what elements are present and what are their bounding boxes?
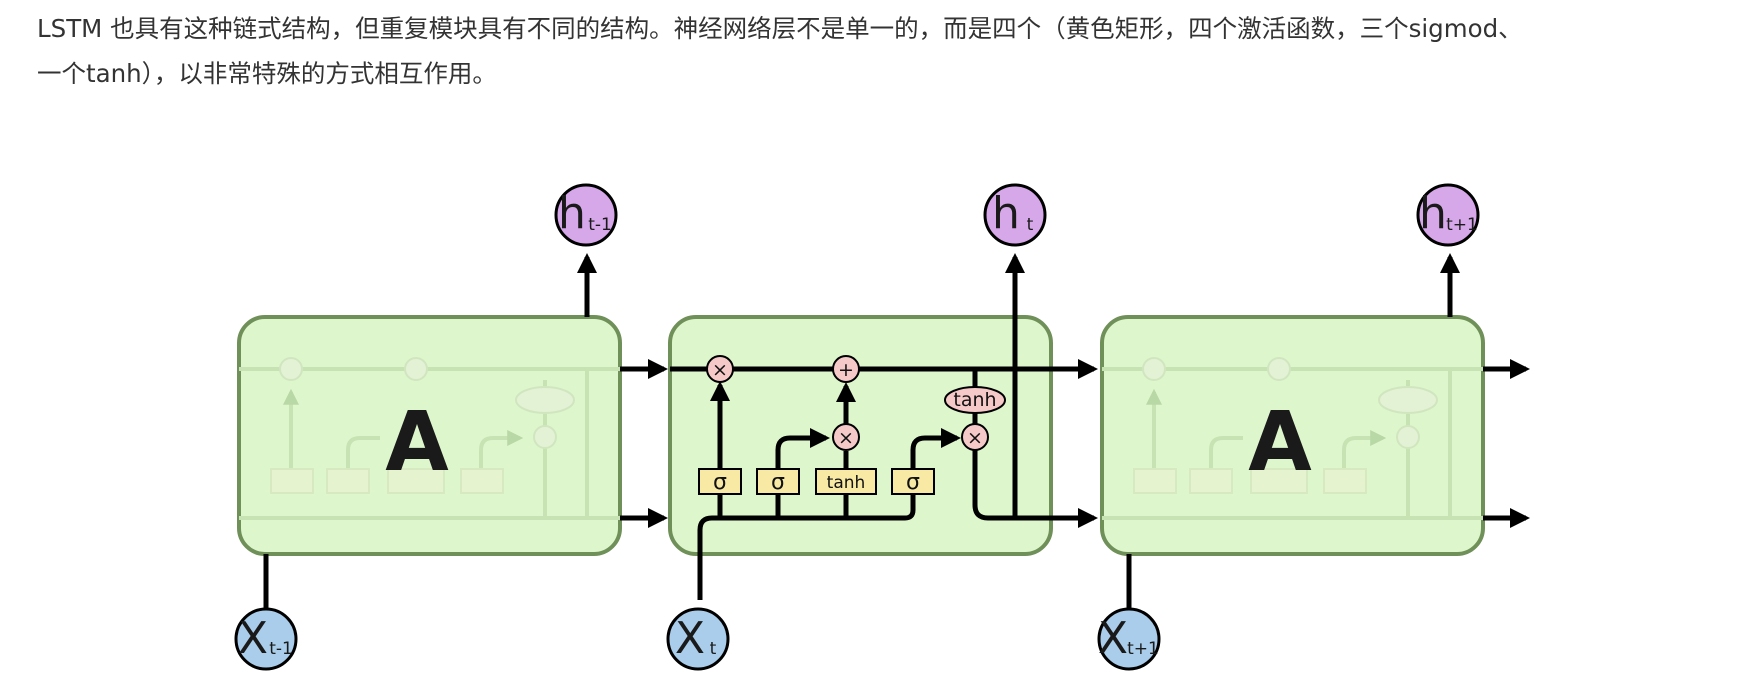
pointwise-add: +	[832, 355, 860, 383]
input-node-sub: t+1	[1127, 639, 1159, 659]
cell-left: A	[237, 315, 622, 556]
cell-middle-wiring	[670, 253, 1051, 600]
input-node-base: X	[675, 613, 705, 664]
input-node-sub: t-1	[269, 639, 293, 659]
add-symbol: +	[838, 359, 854, 381]
input-node-base: X	[238, 613, 268, 664]
output-node-h-t-1: h t-1	[554, 183, 618, 247]
tanh-symbol: tanh	[953, 389, 996, 411]
output-node-sub: t	[1027, 215, 1034, 235]
gate-input-label: σ	[771, 470, 785, 495]
output-node-sub: t-1	[588, 215, 612, 235]
pointwise-tanh: tanh	[944, 386, 1006, 414]
input-node-x-t-1: X t-1	[234, 607, 298, 671]
cell-middle: × + × tanh × σ σ tanh	[668, 253, 1053, 600]
chain-arrows	[263, 253, 1530, 609]
pointwise-multiply-output: ×	[961, 423, 989, 451]
output-node-sub: t+1	[1446, 215, 1478, 235]
multiply-symbol: ×	[712, 359, 728, 381]
gate-forget: σ	[698, 468, 742, 495]
output-node-base: h	[558, 188, 586, 239]
cell-left-label: A	[385, 395, 449, 490]
input-node-base: X	[1098, 613, 1128, 664]
input-node-sub: t	[710, 639, 717, 659]
paragraph-line-1: LSTM 也具有这种链式结构，但重复模块具有不同的结构。神经网络层不是单一的，而…	[37, 14, 1523, 43]
input-node-x-t: X t	[666, 607, 730, 671]
gate-candidate: tanh	[815, 468, 877, 495]
output-node-base: h	[992, 188, 1020, 239]
cell-right-label: A	[1248, 395, 1312, 490]
multiply-symbol: ×	[967, 427, 983, 449]
cell-left-ghost-internals	[239, 357, 620, 520]
cell-right-ghost-internals	[1102, 357, 1483, 520]
gate-input: σ	[756, 468, 800, 495]
cell-right: A	[1100, 315, 1485, 556]
gate-output-label: σ	[906, 470, 920, 495]
output-node-h-t: h t	[983, 183, 1047, 247]
multiply-symbol: ×	[838, 427, 854, 449]
paragraph-line-2: 一个tanh），以非常特殊的方式相互作用。	[37, 59, 497, 88]
intro-paragraph: LSTM 也具有这种链式结构，但重复模块具有不同的结构。神经网络层不是单一的，而…	[37, 6, 1727, 96]
pointwise-multiply-input: ×	[832, 423, 860, 451]
output-node-base: h	[1419, 188, 1447, 239]
gate-output: σ	[891, 468, 935, 495]
gate-forget-label: σ	[713, 470, 727, 495]
output-node-h-t+1: h t+1	[1416, 183, 1480, 247]
input-node-x-t+1: X t+1	[1097, 607, 1161, 671]
gate-candidate-label: tanh	[827, 473, 866, 493]
pointwise-multiply-forget: ×	[706, 355, 734, 383]
